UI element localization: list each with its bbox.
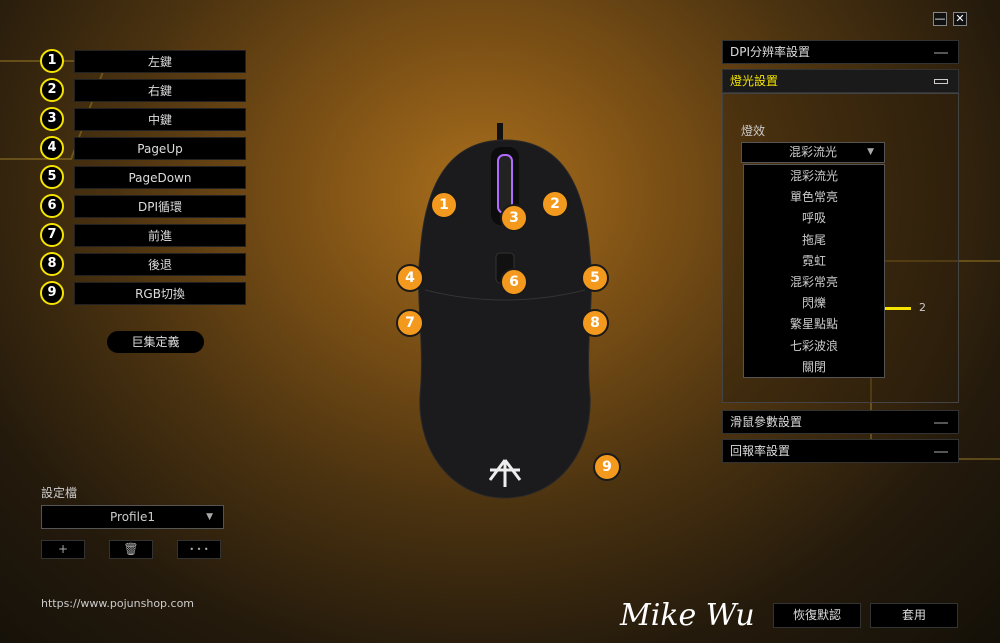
mouse-button-marker[interactable]: 8 [581,309,609,337]
minimize-button[interactable]: — [933,12,947,26]
panel-title: 滑鼠參數設置 [730,415,803,429]
restore-defaults-button[interactable]: 恢復默認 [773,603,861,628]
panel-mouse-settings[interactable]: 滑鼠參數設置 [722,410,959,434]
button-number-badge: 3 [40,107,64,131]
mouse-button-marker[interactable]: 7 [396,309,424,337]
collapse-icon [934,422,948,424]
mouse-button-marker[interactable]: 9 [593,453,621,481]
collapse-icon [934,52,948,54]
panel-title: 燈光設置 [730,74,779,88]
mouse-button-marker[interactable]: 3 [500,204,528,232]
effect-value: 混彩流光 [788,145,837,159]
button-assignment-row[interactable]: 9 RGB切換 [40,281,246,305]
button-assignment-row[interactable]: 5 PageDown [40,165,246,189]
button-function[interactable]: 左鍵 [74,49,246,73]
button-assignment-row[interactable]: 8 後退 [40,252,246,276]
effect-option[interactable]: 單色常亮 [789,190,838,205]
button-number-badge: 8 [40,252,64,276]
effect-option[interactable]: 繁星點點 [789,317,838,332]
effect-option[interactable]: 呼吸 [801,211,826,226]
mouse-image [418,123,592,499]
button-number-badge: 5 [40,165,64,189]
button-function[interactable]: 前進 [74,223,246,247]
mouse-button-marker[interactable]: 1 [430,191,458,219]
button-number-badge: 9 [40,281,64,305]
add-profile-button[interactable]: + [41,540,85,559]
slider-track[interactable] [885,307,911,310]
panel-title: 回報率設置 [730,444,791,458]
button-number-badge: 7 [40,223,64,247]
button-number-badge: 1 [40,49,64,73]
mouse-button-marker[interactable]: 2 [541,190,569,218]
panel-polling-settings[interactable]: 回報率設置 [722,439,959,463]
button-function[interactable]: PageUp [74,136,246,160]
chevron-down-icon: ▼ [206,512,213,522]
button-function[interactable]: 後退 [74,252,246,276]
button-assignment-row[interactable]: 7 前進 [40,223,246,247]
apply-button[interactable]: 套用 [870,603,958,628]
panel-dpi-settings[interactable]: DPI分辨率設置 [722,40,959,64]
button-assignment-row[interactable]: 6 DPI循環 [40,194,246,218]
button-number-badge: 4 [40,136,64,160]
button-function[interactable]: DPI循環 [74,194,246,218]
panel-title: DPI分辨率設置 [730,45,811,59]
chevron-down-icon: ▼ [867,147,874,157]
button-assignment-row[interactable]: 4 PageUp [40,136,246,160]
button-function[interactable]: 右鍵 [74,78,246,102]
button-number-badge: 2 [40,78,64,102]
macro-definition-button[interactable]: 巨集定義 [107,331,204,353]
collapse-icon [934,79,948,84]
panel-light-settings[interactable]: 燈光設置 [722,69,959,93]
button-function[interactable]: PageDown [74,165,246,189]
website-link[interactable]: https://www.pojunshop.com [41,597,195,610]
more-button[interactable]: • • • [177,540,221,559]
effect-label: 燈效 [741,124,766,138]
button-assignment-row[interactable]: 2 右鍵 [40,78,246,102]
effect-option[interactable]: 關閉 [801,359,826,374]
effect-option[interactable]: 拖尾 [801,232,826,247]
mouse-button-marker[interactable]: 4 [396,264,424,292]
effect-option[interactable]: 混彩常亮 [789,274,838,289]
button-number-badge: 6 [40,194,64,218]
button-function[interactable]: RGB切換 [74,281,246,305]
effect-select[interactable]: 混彩流光 ▼ [741,142,885,163]
effect-option[interactable]: 閃爍 [801,296,826,311]
trash-icon: 🗑 [123,542,139,556]
mouse-button-marker[interactable]: 5 [581,264,609,292]
effect-options-list: 混彩流光單色常亮呼吸拖尾霓虹混彩常亮閃爍繁星點點七彩波浪關閉 [743,164,885,378]
button-function[interactable]: 中鍵 [74,107,246,131]
close-button[interactable]: ✕ [953,12,967,26]
effect-option[interactable]: 混彩流光 [789,169,838,183]
delete-profile-button[interactable]: 🗑 [109,540,153,559]
watermark-signature: Mike Wu [620,598,755,633]
effect-option[interactable]: 霓虹 [801,253,826,268]
slider-value: 2 [919,301,926,314]
button-assignment-row[interactable]: 1 左鍵 [40,49,246,73]
effect-option[interactable]: 七彩波浪 [789,338,838,353]
mouse-button-marker[interactable]: 6 [500,268,528,296]
profile-label: 設定檔 [41,486,78,500]
profile-value: Profile1 [110,510,155,524]
profile-select[interactable]: Profile1 ▼ [41,505,224,529]
button-assignment-row[interactable]: 3 中鍵 [40,107,246,131]
collapse-icon [934,451,948,453]
